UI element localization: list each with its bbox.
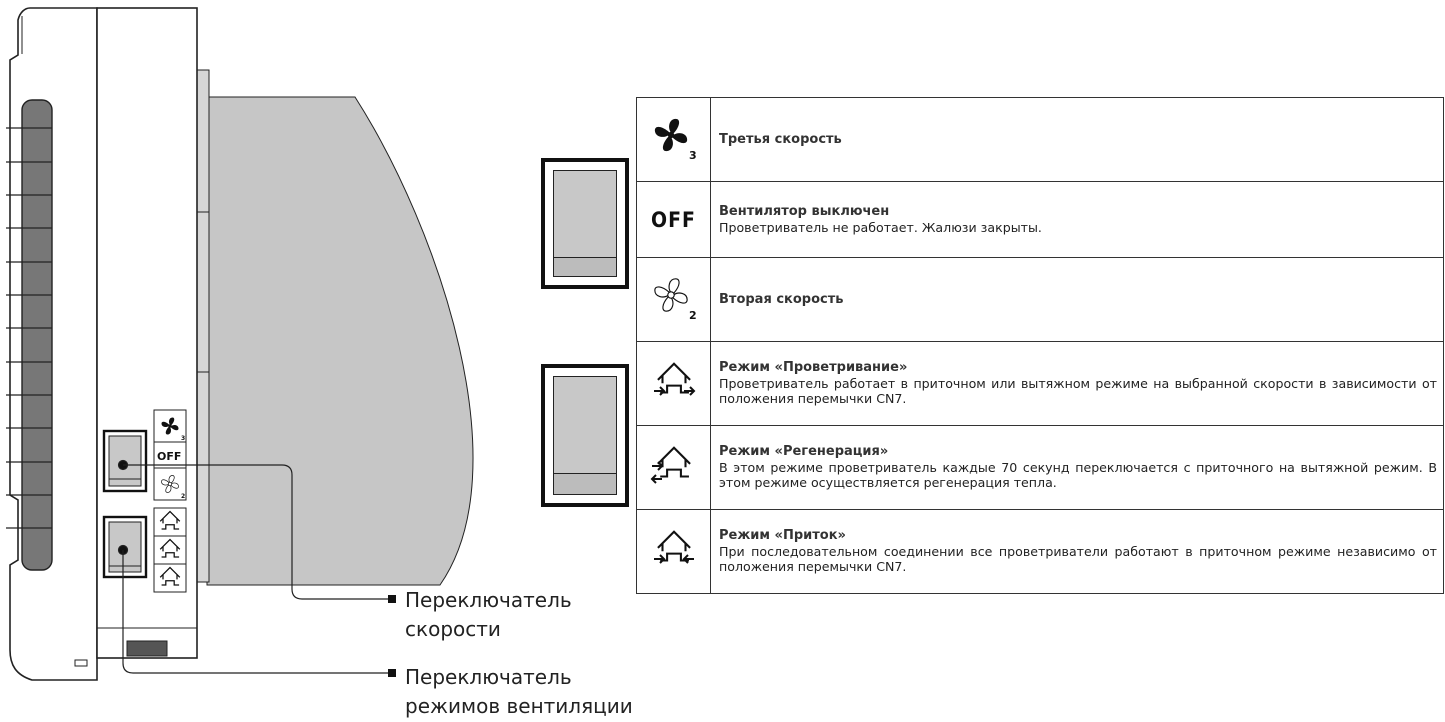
speed-switch-label: Переключатель скорости: [405, 588, 572, 641]
row-title: Режим «Регенерация»: [719, 444, 889, 460]
bottom-foot: [126, 640, 168, 657]
row-description: Проветриватель работает в приточном или …: [719, 375, 1437, 407]
device-off-label: OFF: [157, 450, 181, 463]
table-row: Режим «Проветривание» Проветриватель раб…: [636, 341, 1444, 426]
row-title: Режим «Проветривание»: [719, 360, 908, 376]
table-row: Режим «Регенерация» В этом режиме провет…: [636, 425, 1444, 510]
row-title: Третья скорость: [719, 131, 842, 147]
svg-text:2: 2: [181, 493, 185, 500]
speed-rocker-pictogram: [541, 158, 629, 289]
svg-text:2: 2: [689, 309, 697, 322]
svg-text:3: 3: [181, 435, 185, 442]
row-description: При последовательном соединении все пров…: [719, 543, 1437, 575]
fan-speed-2-icon: 2: [636, 257, 711, 342]
table-row: OFF Вентилятор выключен Проветриватель н…: [636, 181, 1444, 258]
callout-speed-line: [117, 459, 396, 603]
row-title: Режим «Приток»: [719, 528, 846, 544]
row-description: Проветриватель не работает. Жалюзи закры…: [719, 219, 1042, 235]
callout-mode-line: [117, 544, 396, 677]
mode-rocker-pictogram: [541, 364, 629, 507]
mode-table: 3 Третья скорость OFF Вентилятор выключе…: [636, 97, 1444, 594]
off-icon: OFF: [636, 181, 711, 258]
device-mode-icons: [153, 507, 187, 593]
duct-body: [206, 96, 474, 586]
table-row: 2 Вторая скорость: [636, 257, 1444, 342]
speed-switch[interactable]: [102, 429, 148, 493]
device-speed-icons: 3 OFF 2: [153, 409, 187, 501]
supply-mode-icon: [636, 509, 711, 594]
table-row: Режим «Приток» При последовательном соед…: [636, 509, 1444, 594]
ventilation-mode-icon: [636, 341, 711, 426]
row-title: Вентилятор выключен: [719, 204, 890, 219]
front-grille: [21, 99, 53, 571]
regeneration-mode-icon: [636, 425, 711, 510]
mode-switch-label: Переключатель режимов вентиляции: [405, 665, 633, 718]
svg-text:3: 3: [689, 149, 697, 162]
table-row: 3 Третья скорость: [636, 97, 1444, 182]
fan-speed-3-icon: 3: [636, 97, 711, 182]
row-title: Вторая скорость: [719, 291, 844, 307]
flange: [196, 69, 210, 583]
row-description: В этом режиме проветриватель каждые 70 с…: [719, 459, 1437, 491]
